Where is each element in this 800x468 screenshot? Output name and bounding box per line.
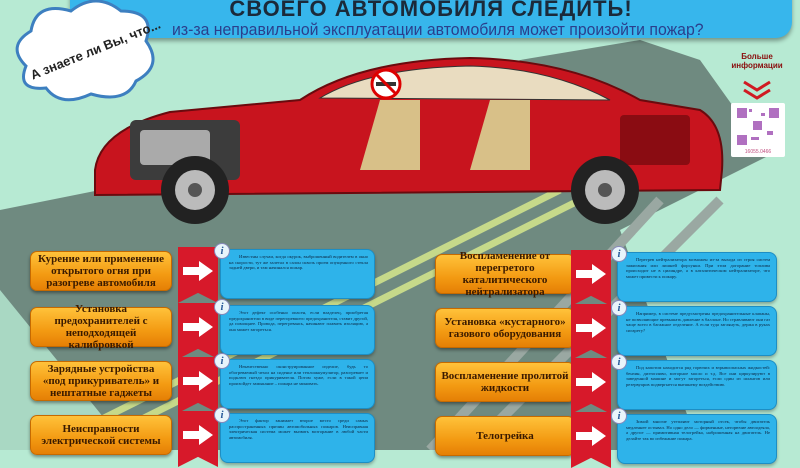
ribbon-marker [571,412,611,468]
info-icon: i [611,246,627,262]
ribbon-marker [571,250,611,306]
chevron-down-icon [743,80,771,100]
ribbon-marker [571,358,611,414]
info-icon: i [214,299,230,315]
cause-info: Этот дефект особенно опасен, если владел… [220,305,375,355]
info-icon: i [214,243,230,259]
cause-row: Воспламенение от перегретого каталитичес… [435,246,780,306]
cause-info: Перегрев нейтрализатора возможен из-за в… [617,252,777,302]
info-icon: i [611,408,627,424]
info-icon: i [611,300,627,316]
cause-label: Установка «кустарного» газового оборудов… [435,308,575,348]
arrow-right-icon [183,425,213,445]
qr-code-text: 16055.0466 [744,149,772,155]
info-icon: i [214,353,230,369]
cause-label: Воспламенение пролитой жидкости [435,362,575,402]
page-subtitle: из-за неправильной эксплуатации автомоби… [172,20,704,39]
arrow-right-icon [183,317,213,337]
cause-label: Зарядные устройства «под прикуриватель» … [30,361,172,401]
cause-row: Установка «кустарного» газового оборудов… [435,300,780,360]
arrow-right-icon [576,372,606,392]
no-smoking-icon [370,68,402,100]
info-icon: i [214,407,230,423]
ribbon-marker [178,303,218,359]
qr-code[interactable]: 16055.0466 [731,103,785,157]
cloud-shape [15,0,155,102]
ribbon-marker [178,357,218,413]
cause-label: Телогрейка [435,416,575,456]
cause-info: Некачественно сконструированное изделие,… [220,359,375,409]
cause-row: Воспламенение пролитой жидкости Под капо… [435,354,780,414]
cause-label: Курение или применение открытого огня пр… [30,251,172,291]
cause-info: Этот фактор занимает второе место среди … [220,413,375,463]
ribbon-marker [571,304,611,360]
cause-info: Под капотом находится ряд горючих и взры… [617,360,777,410]
cause-info: Известны случаи, когда окурок, выброшенн… [220,249,375,299]
cause-row: Телогрейка Зимой многие утепляют моторны… [435,408,780,468]
qr-pattern [737,108,779,145]
arrow-right-icon [576,318,606,338]
cause-row: Неисправности электрической системы Этот… [30,407,375,467]
cause-info: Например, в системе предусмотрены предох… [617,306,777,356]
cause-label: Воспламенение от перегретого каталитичес… [435,250,575,298]
arrow-right-icon [183,261,213,281]
ribbon-marker [178,411,218,467]
speech-bubble: А знаете ли Вы, что... [6,0,163,108]
ribbon-marker [178,247,218,303]
cause-info: Зимой многие утепляют моторный отсек, чт… [617,414,777,464]
cause-row: Установка предохранителей с неподходящей… [30,299,375,359]
cause-label: Установка предохранителей с неподходящей… [30,303,172,351]
cause-label: Неисправности электрической системы [30,415,172,455]
arrow-right-icon [576,426,606,446]
page-title: СВОЕГО АВТОМОБИЛЯ СЛЕДИТЬ! [229,0,633,21]
cause-row: Зарядные устройства «под прикуриватель» … [30,353,375,413]
more-info-caption: Больше информации [731,52,783,70]
cause-row: Курение или применение открытого огня пр… [30,243,375,303]
title-banner: СВОЕГО АВТОМОБИЛЯ СЛЕДИТЬ! [70,0,792,38]
arrow-right-icon [576,264,606,284]
arrow-right-icon [183,371,213,391]
info-icon: i [611,354,627,370]
